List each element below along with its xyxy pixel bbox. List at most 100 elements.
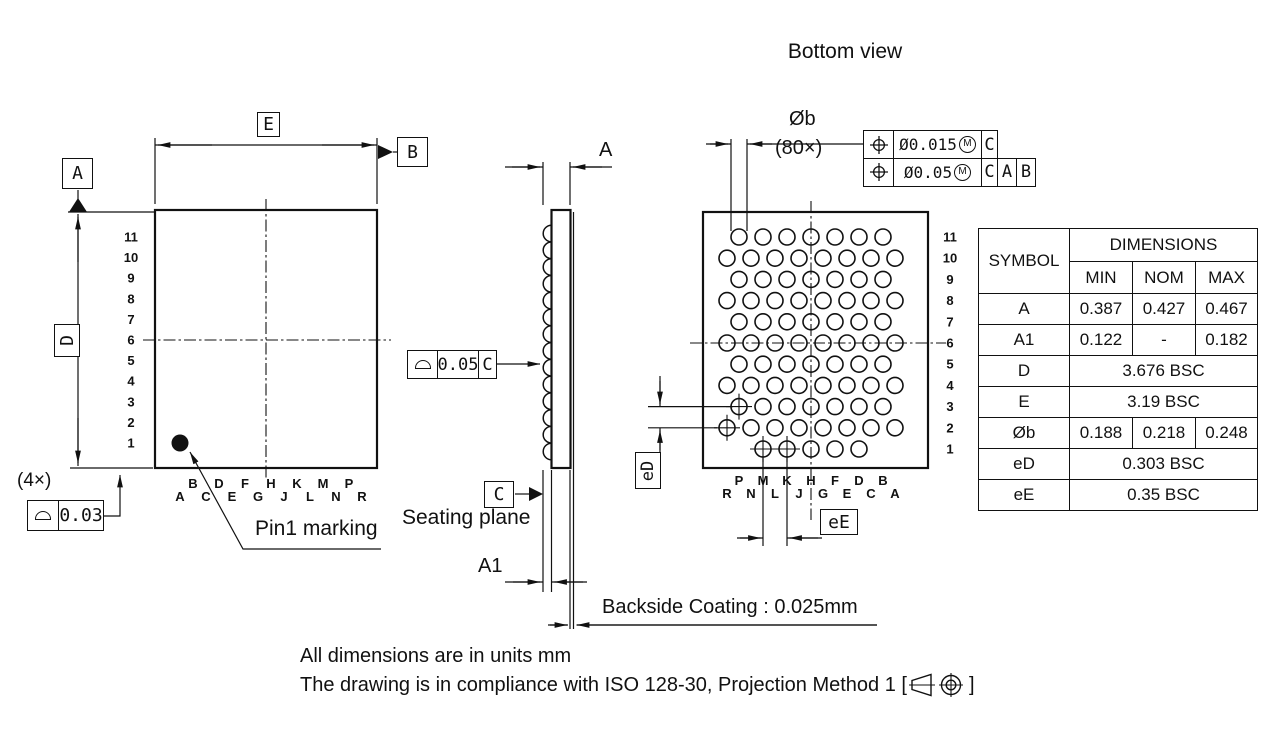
row-number-9: 9	[946, 272, 953, 287]
fcf-side-profile: 0.05 C	[407, 350, 497, 379]
table-cell-span: 3.19 BSC	[1069, 386, 1258, 418]
ball-M7	[754, 312, 772, 331]
ball-E8	[838, 291, 856, 310]
column-letter-E: E	[843, 486, 852, 501]
row-number-10: 10	[943, 251, 957, 266]
ball-P9	[730, 270, 748, 289]
ball-J6	[790, 334, 808, 352]
table-header-symbol: SYMBOL	[978, 228, 1070, 294]
ball-L4	[766, 376, 784, 395]
column-letter-G: G	[818, 486, 828, 501]
table-subheader-max: MAX	[1195, 261, 1258, 294]
note-projection: The drawing is in compliance with ISO 12…	[300, 671, 975, 699]
dimension-ee	[737, 456, 822, 546]
ball-K5	[778, 355, 796, 374]
ball-C4	[862, 376, 880, 395]
side-view-solder-bumps	[542, 224, 552, 461]
row-number-5: 5	[127, 353, 134, 368]
ball-M9	[754, 270, 772, 289]
ball-J2	[790, 418, 808, 437]
solder-bump	[542, 375, 552, 394]
ball-F9	[826, 270, 844, 289]
column-letter-P: P	[735, 473, 744, 488]
table-cell-span: 0.35 BSC	[1069, 479, 1258, 511]
dim-e-box: E	[257, 112, 280, 137]
ball-C6	[862, 334, 880, 352]
table-cell-nom: -	[1132, 324, 1196, 356]
side-view-dimension-a1	[505, 470, 587, 592]
column-letter-A: A	[890, 486, 900, 501]
row-number-4: 4	[946, 378, 954, 393]
ball-K9	[778, 270, 796, 289]
ball-A6	[886, 334, 904, 352]
column-letter-H: H	[806, 473, 815, 488]
column-letter-L: L	[771, 486, 779, 501]
page-title: Bottom view	[787, 40, 903, 63]
column-letter-J: J	[280, 489, 287, 504]
table-cell-min: 0.122	[1069, 324, 1133, 356]
row-number-6: 6	[946, 336, 953, 351]
ball-M3	[754, 397, 772, 416]
row-number-3: 3	[946, 399, 953, 414]
note-units: All dimensions are in units mm	[300, 645, 572, 667]
ball-K7	[778, 312, 796, 331]
ball-B11	[874, 228, 892, 246]
row-number-1: 1	[946, 442, 953, 457]
ball-H11	[802, 228, 820, 246]
row-number-2: 2	[127, 415, 134, 430]
ball-F3	[826, 397, 844, 416]
datum-b-box: B	[397, 137, 428, 167]
ball-D1	[850, 440, 868, 458]
column-letter-M: M	[318, 476, 329, 491]
table-cell-symbol: Øb	[978, 417, 1070, 449]
ball-B7	[874, 312, 892, 331]
ball-L10	[766, 249, 784, 268]
datum-c-box: C	[484, 481, 514, 508]
pin1-callout: Pin1 marking	[255, 517, 378, 540]
ball-A10	[886, 249, 904, 268]
fcf-corner-profile: 0.03	[27, 500, 104, 531]
first-angle-projection-icon	[908, 673, 963, 697]
ball-L6	[766, 334, 784, 352]
mmc-modifier-icon: M	[954, 163, 972, 181]
solder-bump	[542, 241, 552, 260]
mmc-modifier-icon: M	[958, 136, 976, 153]
dim-phi-b-label: Øb	[789, 108, 816, 130]
datum-a-box: A	[62, 158, 93, 189]
column-letter-K: K	[782, 473, 792, 488]
table-cell-nom: 0.218	[1132, 417, 1196, 449]
row-number-3: 3	[127, 394, 134, 409]
table-cell-max: 0.248	[1195, 417, 1258, 449]
dim-d-box: D	[54, 324, 80, 357]
solder-bump	[542, 224, 552, 243]
column-letter-D: D	[854, 473, 863, 488]
ball-R8	[718, 291, 736, 310]
ball-C8	[862, 291, 880, 310]
column-letter-F: F	[241, 476, 249, 491]
solder-bump	[542, 358, 552, 377]
column-letter-J: J	[795, 486, 802, 501]
ball-H7	[802, 312, 820, 331]
ball-grid	[714, 228, 904, 462]
dim-a-label: A	[599, 139, 613, 161]
ball-E6	[838, 334, 856, 352]
column-letter-R: R	[722, 486, 732, 501]
ball-P11	[730, 228, 748, 246]
ball-B9	[874, 270, 892, 289]
top-view-dimension-d	[68, 211, 155, 469]
solder-bump	[542, 442, 552, 461]
dimension-ed	[648, 376, 733, 452]
solder-bump	[542, 308, 552, 327]
dimension-phi-b	[706, 139, 863, 231]
column-letter-D: D	[214, 476, 223, 491]
dim-a1-label: A1	[478, 555, 503, 577]
ball-J4	[790, 376, 808, 395]
solder-bump	[542, 291, 552, 310]
